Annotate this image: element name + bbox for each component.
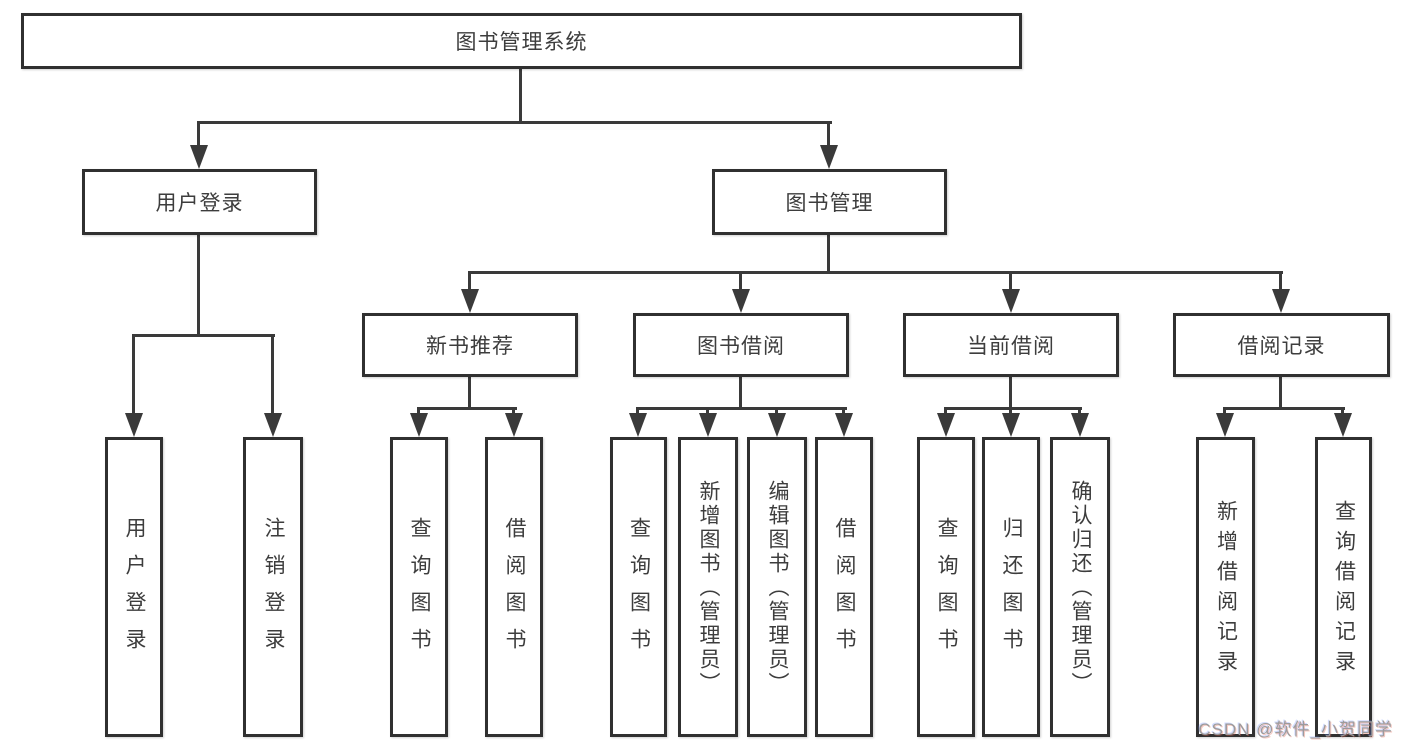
connector-line [1223, 407, 1345, 410]
connector-line [1078, 407, 1081, 416]
connector-line [271, 334, 274, 414]
arrow-down-icon [505, 413, 523, 437]
arrow-down-icon [732, 289, 750, 313]
leaf-query-borrow-record: 查询借阅记录 [1315, 437, 1372, 737]
node-user-login-label: 用户登录 [155, 192, 244, 215]
leaf-add-books-admin: 新增图书（管理员） [678, 437, 738, 737]
arrow-down-icon [1071, 413, 1089, 437]
arrow-down-icon [410, 413, 428, 437]
leaf-edit-books-admin: 编辑图书（管理员） [747, 437, 807, 737]
leaf-borrow-books-1: 借阅图书 [485, 437, 543, 737]
connector-line [417, 407, 517, 410]
node-book-borrow: 图书借阅 [633, 313, 849, 377]
arrow-down-icon [629, 413, 647, 437]
leaf-query-borrow-record-label: 查询借阅记录 [1332, 499, 1356, 680]
arrow-down-icon [937, 413, 955, 437]
arrow-down-icon [461, 289, 479, 313]
leaf-logout-login: 注销登录 [243, 437, 303, 737]
connector-line [197, 121, 200, 147]
node-book-management-label: 图书管理 [785, 192, 874, 215]
node-current-borrow: 当前借阅 [903, 313, 1119, 377]
leaf-confirm-return-admin-label: 确认归还（管理员） [1069, 480, 1092, 696]
connector-line [468, 271, 1283, 274]
connector-line [417, 407, 420, 416]
arrow-down-icon [768, 413, 786, 437]
leaf-confirm-return-admin: 确认归还（管理员） [1050, 437, 1110, 737]
leaf-add-books-admin-label: 新增图书（管理员） [697, 480, 720, 696]
leaf-return-books-label: 归还图书 [1000, 517, 1023, 665]
arrow-down-icon [820, 145, 838, 169]
leaf-borrow-books-2-label: 借阅图书 [833, 517, 856, 665]
connector-line [197, 233, 200, 337]
connector-line [197, 121, 832, 124]
node-root-label: 图书管理系统 [455, 31, 588, 54]
leaf-borrow-books-1-label: 借阅图书 [503, 517, 526, 665]
node-book-management: 图书管理 [712, 169, 947, 235]
connector-line [1341, 407, 1344, 416]
connector-line [132, 334, 275, 337]
arrow-down-icon [190, 145, 208, 169]
connector-line [636, 407, 847, 410]
connector-line [636, 407, 639, 416]
connector-line [944, 407, 1082, 410]
connector-line [519, 66, 522, 124]
arrow-down-icon [125, 413, 143, 437]
connector-line [132, 334, 135, 414]
connector-line [1009, 271, 1012, 291]
connector-line [1279, 375, 1282, 410]
connector-line [468, 375, 471, 410]
leaf-query-books-2-label: 查询图书 [627, 517, 651, 665]
leaf-query-books-1: 查询图书 [390, 437, 448, 737]
connector-line [1279, 271, 1282, 291]
connector-line [706, 407, 709, 416]
leaf-edit-books-admin-label: 编辑图书（管理员） [766, 480, 789, 696]
arrow-down-icon [1002, 413, 1020, 437]
connector-line [842, 407, 845, 416]
connector-line [944, 407, 947, 416]
leaf-borrow-books-2: 借阅图书 [815, 437, 873, 737]
leaf-query-books-3-label: 查询图书 [935, 517, 958, 665]
connector-line [739, 271, 742, 291]
arrow-down-icon [1002, 289, 1020, 313]
leaf-add-borrow-record: 新增借阅记录 [1196, 437, 1255, 737]
leaf-query-books-2: 查询图书 [610, 437, 667, 737]
node-new-book-recommend-label: 新书推荐 [426, 335, 514, 358]
node-borrow-records: 借阅记录 [1173, 313, 1390, 377]
connector-line [468, 271, 471, 291]
leaf-logout-login-label: 注销登录 [262, 517, 285, 665]
connector-line [1009, 407, 1012, 416]
connector-line [775, 407, 778, 416]
connector-line [827, 121, 830, 147]
node-root: 图书管理系统 [21, 13, 1022, 69]
leaf-query-books-1-label: 查询图书 [408, 517, 431, 665]
arrow-down-icon [264, 413, 282, 437]
connector-line [512, 407, 515, 416]
node-book-borrow-label: 图书借阅 [697, 335, 785, 358]
connector-line [1009, 375, 1012, 410]
leaf-return-books: 归还图书 [982, 437, 1040, 737]
node-user-login: 用户登录 [82, 169, 317, 235]
connector-line [1223, 407, 1226, 416]
node-current-borrow-label: 当前借阅 [967, 335, 1055, 358]
arrow-down-icon [1334, 413, 1352, 437]
leaf-query-books-3: 查询图书 [917, 437, 975, 737]
leaf-add-borrow-record-label: 新增借阅记录 [1214, 499, 1238, 680]
connector-line [827, 232, 830, 274]
leaf-user-login: 用户登录 [105, 437, 163, 737]
node-new-book-recommend: 新书推荐 [362, 313, 578, 377]
arrow-down-icon [699, 413, 717, 437]
arrow-down-icon [1272, 289, 1290, 313]
connector-line [739, 375, 742, 410]
arrow-down-icon [1216, 413, 1234, 437]
arrow-down-icon [835, 413, 853, 437]
csdn-watermark: CSDN @软件_小贺同学 [1198, 720, 1393, 739]
node-borrow-records-label: 借阅记录 [1237, 335, 1326, 358]
leaf-user-login-label: 用户登录 [123, 517, 146, 665]
